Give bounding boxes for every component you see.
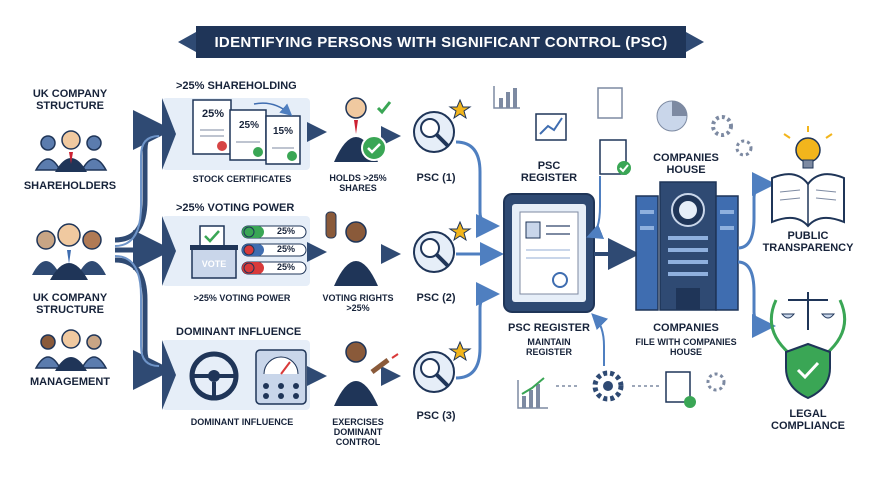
lightbulb-icon: [783, 126, 833, 169]
vote-bar-2-value: 25%: [276, 244, 295, 254]
psc1-label: PSC (1): [416, 172, 456, 184]
cert-value-2: 25%: [238, 120, 259, 131]
companies-house-bottom-label: COMPANIES: [653, 322, 719, 334]
voter-person-icon: [325, 211, 378, 286]
row2-caption: >25% VOTING POWER: [193, 293, 291, 303]
analytics-gears-icon: [656, 100, 753, 157]
open-book-icon: [771, 173, 845, 228]
management-icon: [34, 329, 108, 371]
bottom-process-icons: [517, 313, 726, 409]
stock-certificates-icon: [192, 99, 301, 165]
shareholders-icon: [34, 130, 108, 172]
psc3-icon: [413, 340, 472, 393]
row1-caption: STOCK CERTIFICATES: [192, 174, 292, 184]
page-title: IDENTIFYING PERSONS WITH SIGNIFICANT CON…: [178, 26, 704, 58]
branch-connectors: [114, 110, 173, 390]
shareholder-person-icon: [334, 97, 392, 162]
row1-person-caption: HOLDS >25% SHARES: [329, 173, 387, 193]
company-team-icon: [32, 223, 106, 280]
register-chart-icons: [493, 86, 631, 239]
steering-wheel-icon: [189, 351, 239, 401]
cert-value-3: 15%: [272, 126, 293, 137]
row3-person-caption: EXERCISES DOMINANT CONTROL: [332, 417, 384, 447]
companies-house-top-label: COMPANIES HOUSE: [653, 152, 719, 177]
row1-heading: >25% SHAREHOLDING: [176, 80, 297, 92]
psc2-icon: [413, 220, 472, 273]
shield-check-icon: [785, 342, 831, 400]
cert-value-1: 25%: [201, 108, 225, 120]
vote-bar-3-value: 25%: [276, 262, 295, 272]
uk-company-structure-label-top: UK COMPANY STRUCTURE: [32, 88, 108, 113]
row2-person-caption: VOTING RIGHTS >25%: [322, 293, 394, 313]
row2-heading: >25% VOTING POWER: [176, 202, 295, 214]
vote-box-icon: [190, 225, 238, 279]
vote-bar-1-value: 25%: [276, 226, 295, 236]
voting-bars: [241, 225, 307, 275]
maintain-register-label: MAINTAIN REGISTER: [525, 337, 572, 357]
psc-register-top-label: PSC REGISTER: [520, 160, 578, 185]
controller-person-icon: [334, 341, 399, 406]
vote-box-label: VOTE: [201, 259, 227, 269]
row3-caption: DOMINANT INFLUENCE: [190, 417, 294, 427]
psc2-label: PSC (2): [416, 292, 456, 304]
file-with-companies-house-label: FILE WITH COMPANIES HOUSE: [635, 337, 737, 357]
control-panel-icon: [255, 349, 307, 405]
psc-register-bottom-label: PSC REGISTER: [508, 322, 590, 334]
uk-company-structure-label-mid: UK COMPANY STRUCTURE: [32, 292, 108, 317]
row3-heading: DOMINANT INFLUENCE: [176, 326, 302, 338]
psc1-icon: [413, 98, 472, 153]
management-label: MANAGEMENT: [29, 376, 111, 388]
companies-house-building-icon: [635, 181, 739, 311]
scales-of-justice-icon: [769, 292, 847, 356]
public-transparency-label: PUBLIC TRANSPARENCY: [762, 230, 854, 255]
psc3-label: PSC (3): [416, 410, 456, 422]
psc-register-tablet-icon: [503, 193, 595, 313]
legal-compliance-label: LEGAL COMPLIANCE: [771, 408, 845, 433]
shareholders-label: SHAREHOLDERS: [23, 180, 117, 192]
